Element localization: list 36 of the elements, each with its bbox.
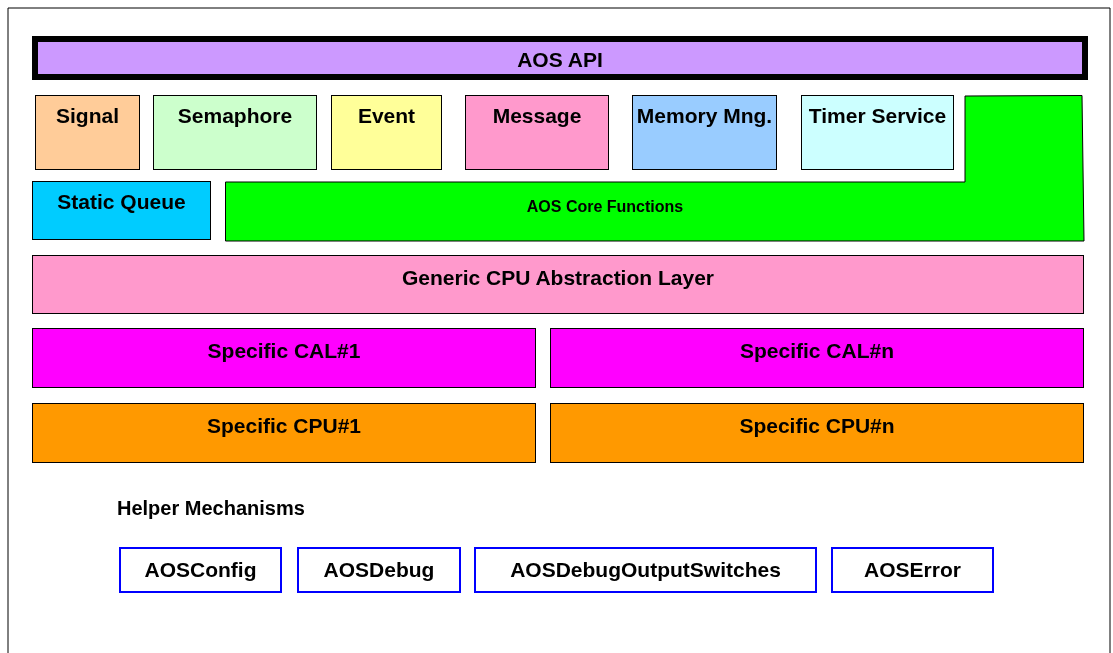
block-label: Static Queue <box>56 189 187 215</box>
block-label: Memory Mng. <box>635 103 774 129</box>
api-bar <box>32 36 1088 80</box>
block-label: AOSConfig <box>143 557 258 583</box>
block-label: Timer Service <box>807 103 948 129</box>
block-label: Semaphore <box>176 103 294 129</box>
block-label: Event <box>356 103 417 129</box>
block-label: AOS Core Functions <box>525 197 685 217</box>
block-label: AOSError <box>863 557 962 583</box>
module-box <box>331 95 442 170</box>
block-label: Message <box>491 103 583 129</box>
helper-box <box>831 547 994 593</box>
module-box <box>465 95 609 170</box>
block-label: AOSDebug <box>322 557 436 583</box>
layer-bar <box>32 328 536 388</box>
module-box <box>35 95 140 170</box>
module-box <box>153 95 317 170</box>
module-box <box>632 95 777 170</box>
block-label: AOS API <box>516 47 604 73</box>
layer-bar <box>32 255 1084 314</box>
block-label: Generic CPU Abstraction Layer <box>401 265 715 291</box>
block-label: Specific CPU#1 <box>205 413 363 439</box>
block-label: Specific CAL#1 <box>206 338 362 364</box>
layer-bar <box>550 328 1084 388</box>
block-label: Signal <box>55 103 120 129</box>
helper-box <box>119 547 282 593</box>
layer-bar <box>550 403 1084 463</box>
block-label: Specific CAL#n <box>738 338 895 364</box>
layer-bar <box>32 403 536 463</box>
helper-box <box>474 547 817 593</box>
module-box <box>801 95 954 170</box>
block-label: Specific CPU#n <box>738 413 896 439</box>
helper-box <box>297 547 461 593</box>
block-label: AOSDebugOutputSwitches <box>509 557 782 583</box>
module-box <box>32 181 211 240</box>
section-heading: Helper Mechanisms <box>117 497 305 520</box>
